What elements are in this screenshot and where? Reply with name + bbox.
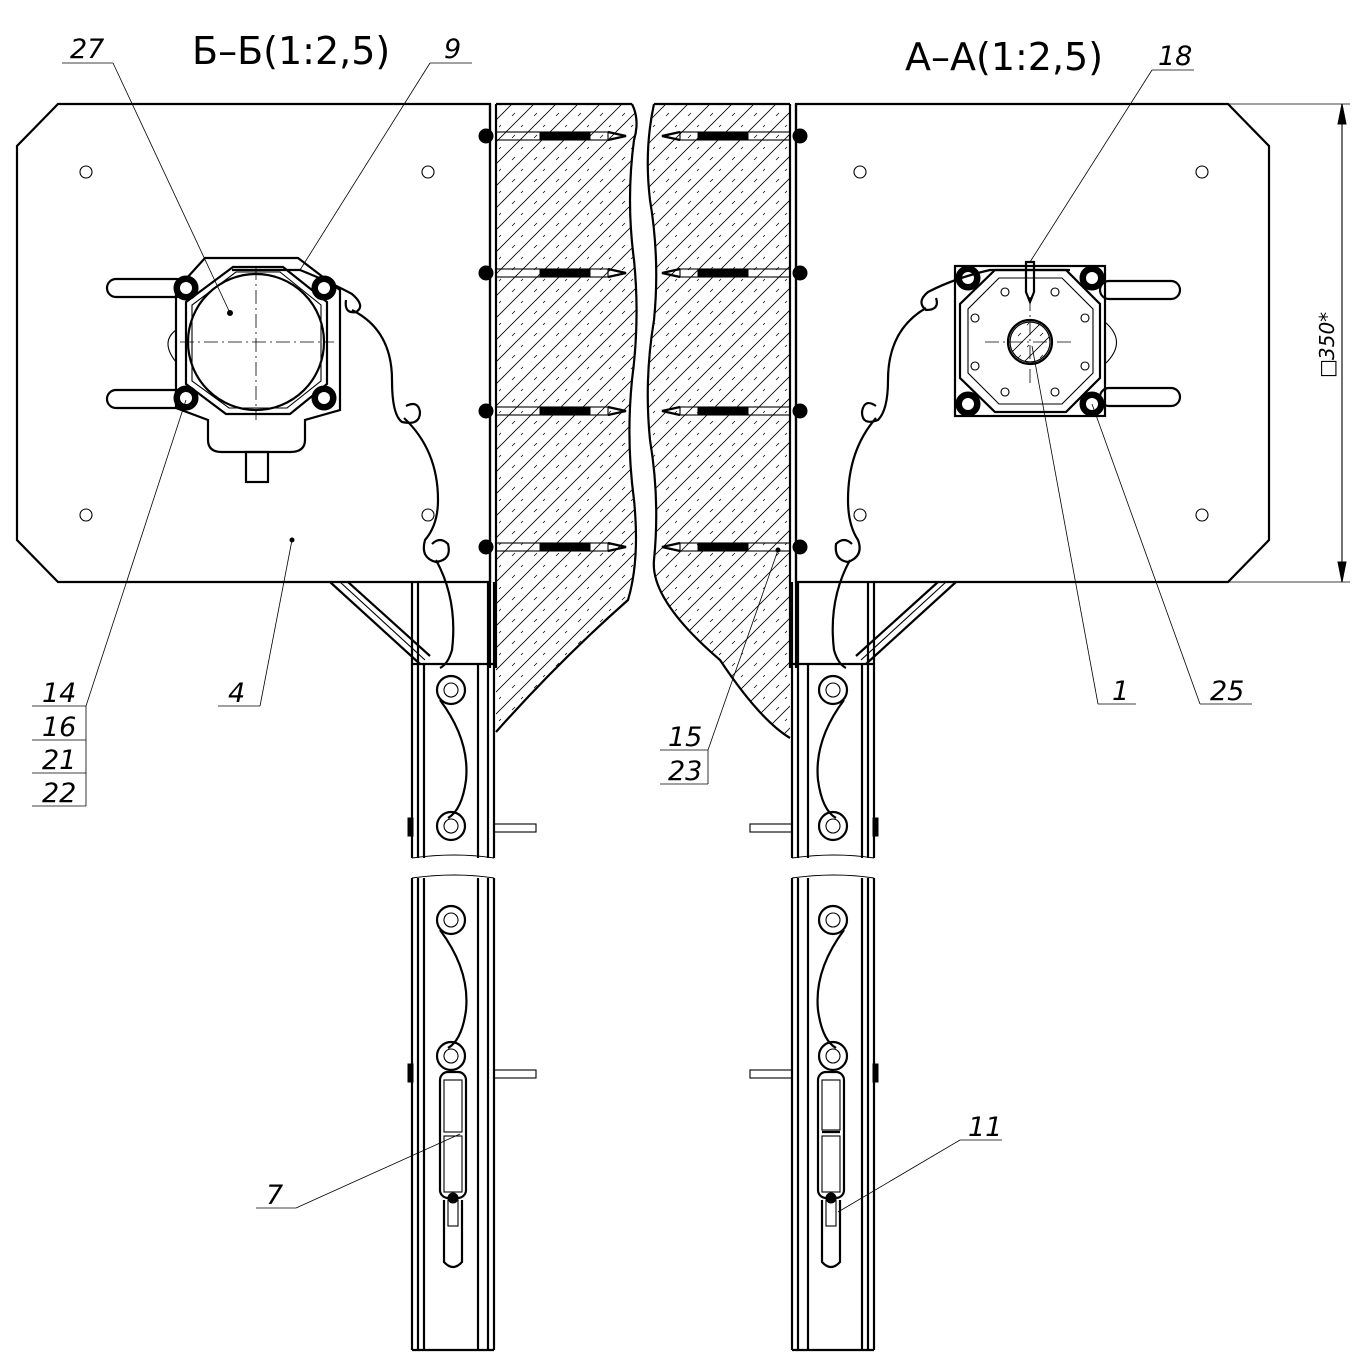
callout-23: 23	[668, 756, 702, 787]
left-scroll-ornament	[351, 309, 455, 669]
callout-11: 11	[968, 1112, 1002, 1143]
right-lower-post	[749, 582, 879, 1352]
callout-18: 18	[1158, 41, 1192, 72]
central-post-section	[488, 102, 798, 739]
callout-25: 25	[1210, 676, 1244, 707]
callout-numbers: 27 9 18 14 16 21 22 4 15 23 1 25 7 11	[42, 34, 1244, 1211]
left-bracket	[329, 581, 431, 665]
dimension-value: 350*	[1315, 312, 1339, 360]
leader-lines	[32, 62, 1252, 1213]
right-clamp-assembly	[920, 260, 1182, 418]
right-scroll-ornament	[831, 307, 927, 669]
post-screws	[478, 128, 808, 555]
callout-9: 9	[444, 34, 461, 65]
callout-4: 4	[228, 678, 245, 709]
callout-15: 15	[668, 722, 702, 753]
callout-27: 27	[70, 34, 104, 65]
callout-16: 16	[42, 712, 76, 743]
dimension-square-symbol: □	[1315, 359, 1339, 378]
callout-7: 7	[266, 1180, 283, 1211]
left-clamp-assembly	[105, 256, 362, 484]
left-lower-post	[407, 582, 537, 1352]
callout-22: 22	[42, 778, 76, 809]
section-a-title: А–А(1:2,5)	[905, 35, 1103, 79]
callout-1: 1	[1112, 676, 1129, 707]
callout-14: 14	[42, 678, 76, 709]
right-bracket	[855, 581, 957, 665]
section-b-title: Б–Б(1:2,5)	[192, 29, 390, 73]
callout-21: 21	[42, 745, 76, 776]
left-plate	[15, 102, 492, 584]
dimension-350: □ 350*	[1228, 103, 1350, 583]
